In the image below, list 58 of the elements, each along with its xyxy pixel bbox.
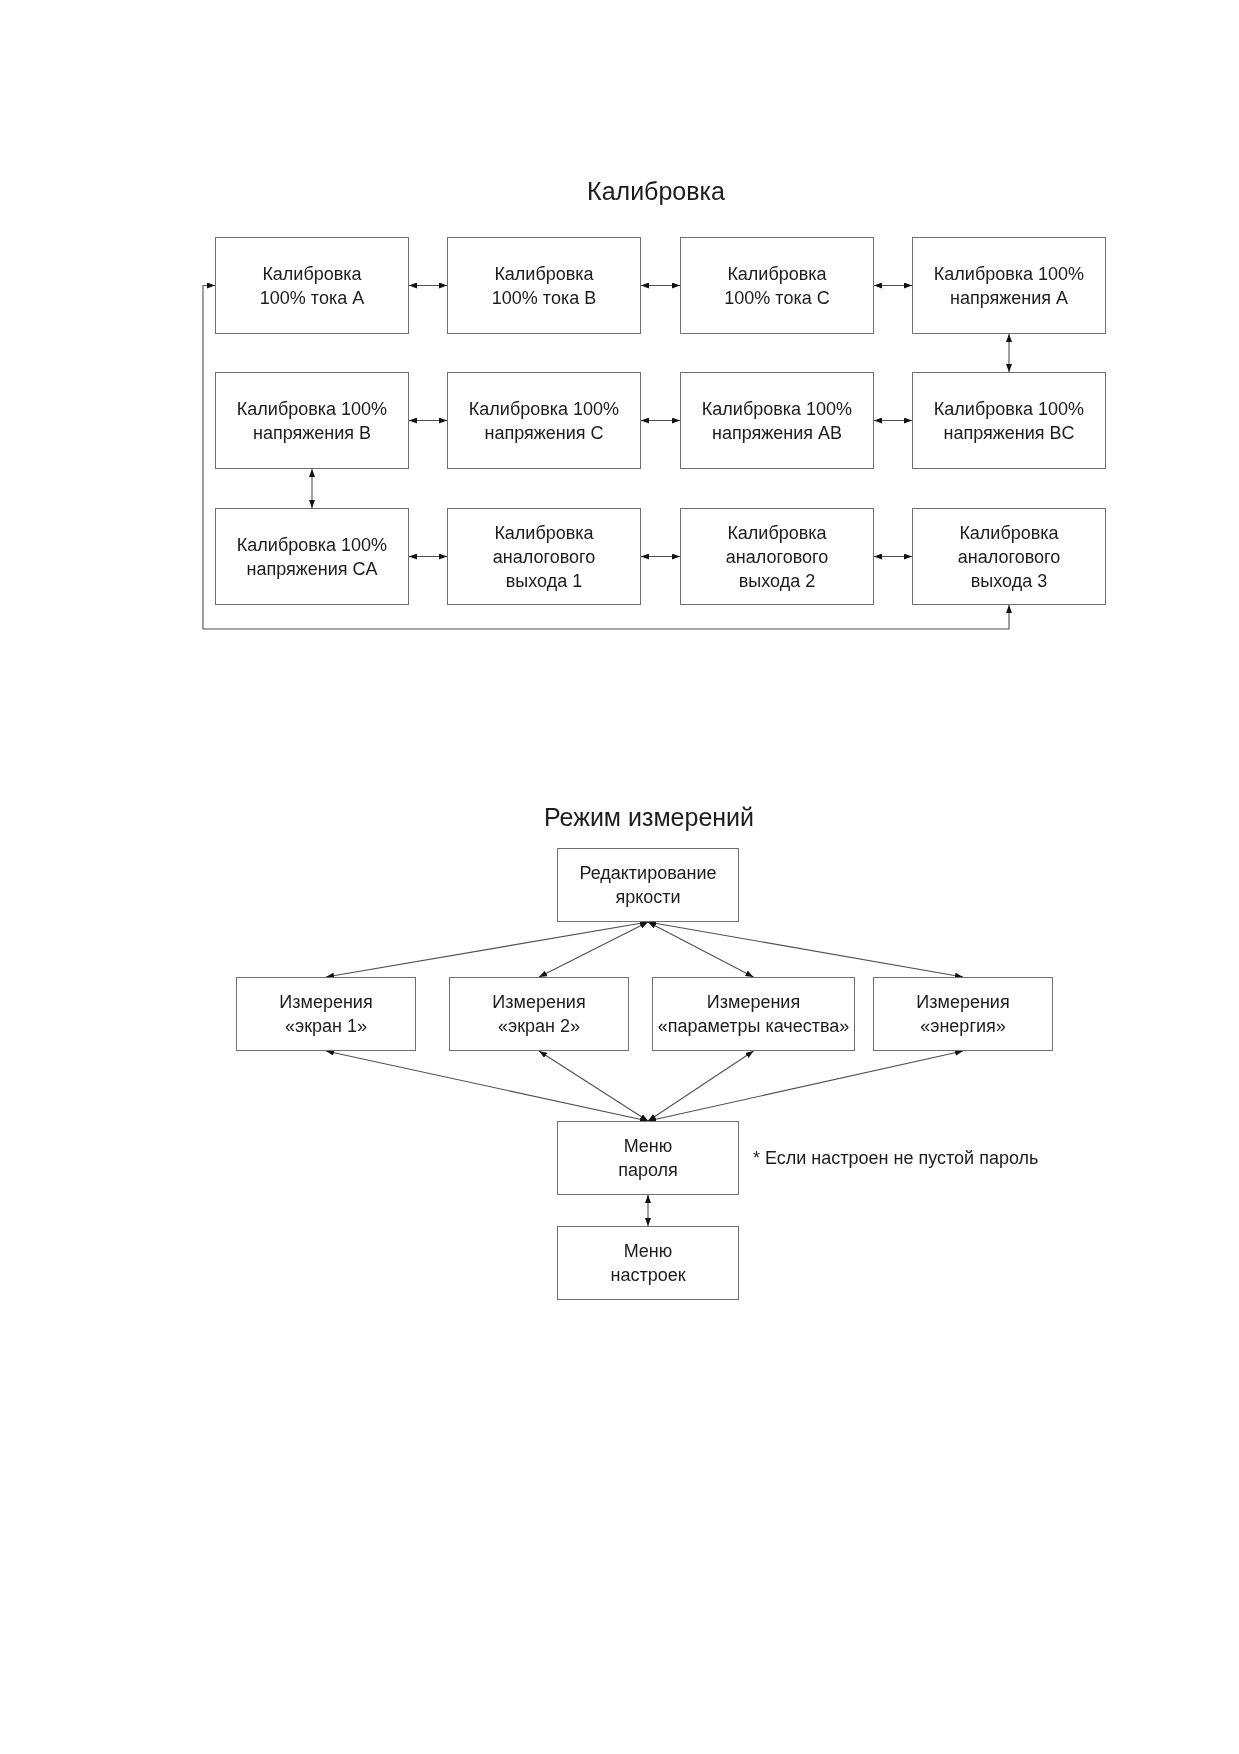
footnote-text: * Если настроен не пустой пароль xyxy=(753,1147,1039,1170)
process-box xyxy=(652,977,855,1051)
double-arrow xyxy=(309,468,315,509)
process-box xyxy=(449,977,629,1051)
double-arrow xyxy=(408,282,448,289)
process-box xyxy=(557,1121,739,1195)
process-box xyxy=(680,372,874,469)
double-arrow xyxy=(647,1050,755,1122)
box-label: Калибровка 100% тока A xyxy=(259,262,365,310)
process-box xyxy=(912,372,1106,469)
double-arrow xyxy=(873,282,913,289)
process-box xyxy=(680,237,874,334)
double-arrow xyxy=(647,921,755,978)
double-arrow xyxy=(202,282,1012,630)
process-box xyxy=(215,237,409,334)
box-label: Калибровка 100% напряжения C xyxy=(468,397,620,445)
process-box xyxy=(447,508,641,605)
box-label: Калибровка аналогового выхода 2 xyxy=(725,521,829,593)
process-box xyxy=(912,237,1106,334)
double-arrow xyxy=(640,553,681,560)
process-box xyxy=(215,508,409,605)
process-box xyxy=(215,372,409,469)
box-label: Измерения «энергия» xyxy=(916,991,1010,1038)
process-box xyxy=(557,1226,739,1300)
box-label: Меню пароля xyxy=(618,1135,678,1182)
box-label: Калибровка аналогового выхода 1 xyxy=(492,521,596,593)
double-arrow xyxy=(538,921,649,978)
box-label: Калибровка 100% напряжения AB xyxy=(701,397,853,445)
box-label: Измерения «параметры качества» xyxy=(657,991,850,1038)
box-label: Измерения «экран 2» xyxy=(492,991,586,1038)
double-arrow xyxy=(873,417,913,424)
double-arrow xyxy=(873,553,913,560)
double-arrow xyxy=(538,1050,649,1122)
box-label: Калибровка 100% напряжения A xyxy=(933,262,1085,310)
box-label: Меню настроек xyxy=(610,1240,686,1287)
process-box xyxy=(557,848,739,922)
box-label: Калибровка 100% напряжения B xyxy=(236,397,388,445)
double-arrow xyxy=(645,1194,651,1227)
double-arrow xyxy=(640,417,681,424)
box-label: Калибровка 100% тока B xyxy=(491,262,597,310)
box-label: Измерения «экран 1» xyxy=(279,991,373,1038)
process-box xyxy=(873,977,1053,1051)
double-arrow xyxy=(408,417,448,424)
section-title: Калибровка xyxy=(587,176,725,206)
process-box xyxy=(912,508,1106,605)
box-label: Калибровка 100% напряжения BC xyxy=(933,397,1085,445)
process-box xyxy=(680,508,874,605)
double-arrow xyxy=(1006,333,1012,373)
double-arrow xyxy=(408,553,448,560)
double-arrow xyxy=(640,282,681,289)
box-label: Калибровка 100% напряжения CA xyxy=(236,533,388,581)
process-box xyxy=(236,977,416,1051)
process-box xyxy=(447,237,641,334)
box-label: Калибровка аналогового выхода 3 xyxy=(957,521,1061,593)
section-title: Режим измерений xyxy=(543,802,755,832)
box-label: Редактирование яркости xyxy=(579,862,717,909)
process-box xyxy=(447,372,641,469)
box-label: Калибровка 100% тока C xyxy=(724,262,830,310)
